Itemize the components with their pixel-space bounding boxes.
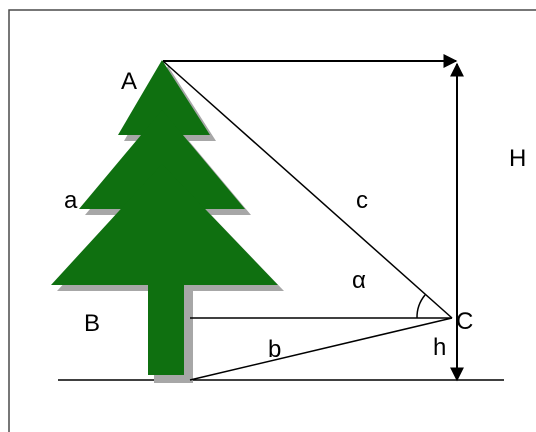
label-b: b (268, 336, 281, 363)
label-A: A (121, 68, 137, 95)
label-h: h (433, 334, 446, 361)
label-B: B (84, 310, 100, 337)
tree (51, 60, 278, 375)
label-H: H (509, 145, 526, 172)
diagram-frame (8, 9, 536, 432)
label-C: C (456, 308, 473, 335)
label-c: c (356, 187, 368, 214)
line-b (189, 317, 453, 381)
angle-alpha-arc (416, 294, 426, 319)
label-a: a (64, 187, 78, 214)
line-c (162, 60, 453, 319)
label-alpha: α (352, 267, 366, 294)
